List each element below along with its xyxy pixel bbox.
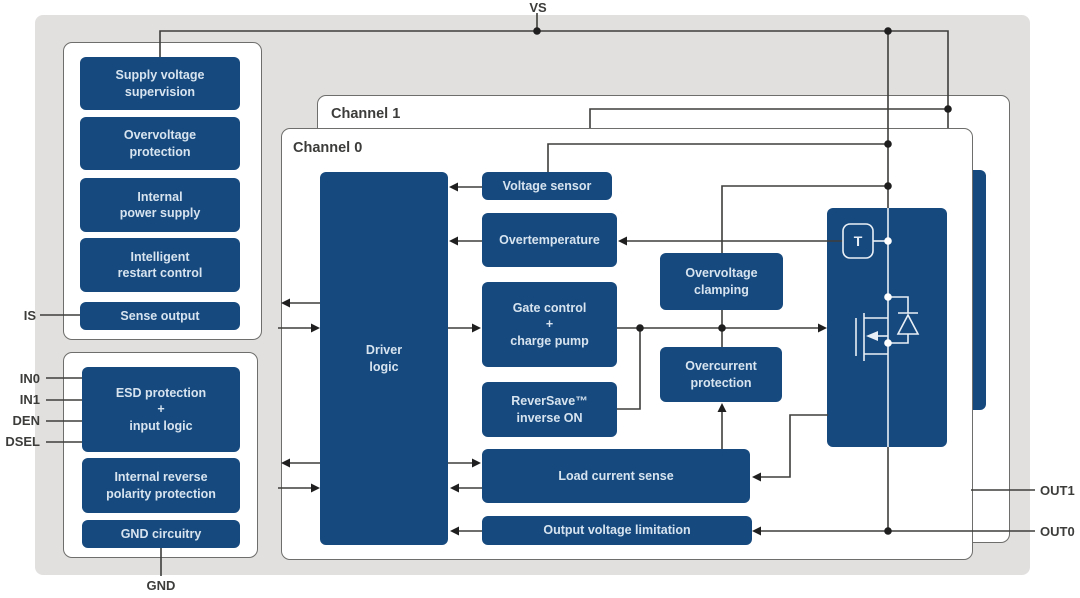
block-driver-logic: Driver logic: [320, 172, 448, 545]
block-reversave-inverse-on: ReverSave™ inverse ON: [482, 382, 617, 437]
block-sense-output: Sense output: [80, 302, 240, 330]
block-esd-protection-input-logic: ESD protection + input logic: [82, 367, 240, 452]
pin-den: DEN: [12, 413, 40, 428]
block-overtemperature: Overtemperature: [482, 213, 617, 267]
block-overvoltage-protection: Overvoltage protection: [80, 117, 240, 170]
block-intelligent-restart-control: Intelligent restart control: [80, 238, 240, 292]
pin-out0: OUT0: [1040, 524, 1075, 539]
block-power-mosfet: [827, 208, 947, 447]
block-overcurrent-protection: Overcurrent protection: [660, 347, 782, 402]
block-voltage-sensor: Voltage sensor: [482, 172, 612, 200]
block-gate-control-charge-pump: Gate control + charge pump: [482, 282, 617, 367]
block-gnd-circuitry: GND circuitry: [82, 520, 240, 548]
pin-out1: OUT1: [1040, 483, 1075, 498]
block-internal-power-supply: Internal power supply: [80, 178, 240, 232]
block-internal-reverse-polarity-protection: Internal reverse polarity protection: [82, 458, 240, 513]
pin-in0: IN0: [19, 371, 40, 386]
block-load-current-sense: Load current sense: [482, 449, 750, 503]
block-overvoltage-clamping: Overvoltage clamping: [660, 253, 783, 310]
pin-dsel: DSEL: [5, 434, 40, 449]
pin-in1: IN1: [19, 392, 40, 407]
block-supply-voltage-supervision: Supply voltage supervision: [80, 57, 240, 110]
channel0-title: Channel 0: [293, 140, 363, 156]
channel1-title: Channel 1: [331, 106, 401, 122]
pin-gnd: GND: [146, 578, 176, 593]
block-output-voltage-limitation: Output voltage limitation: [482, 516, 752, 545]
channel1-output-stage-edge: [973, 170, 986, 410]
pin-is: IS: [23, 308, 36, 323]
pin-vs: VS: [529, 0, 547, 15]
